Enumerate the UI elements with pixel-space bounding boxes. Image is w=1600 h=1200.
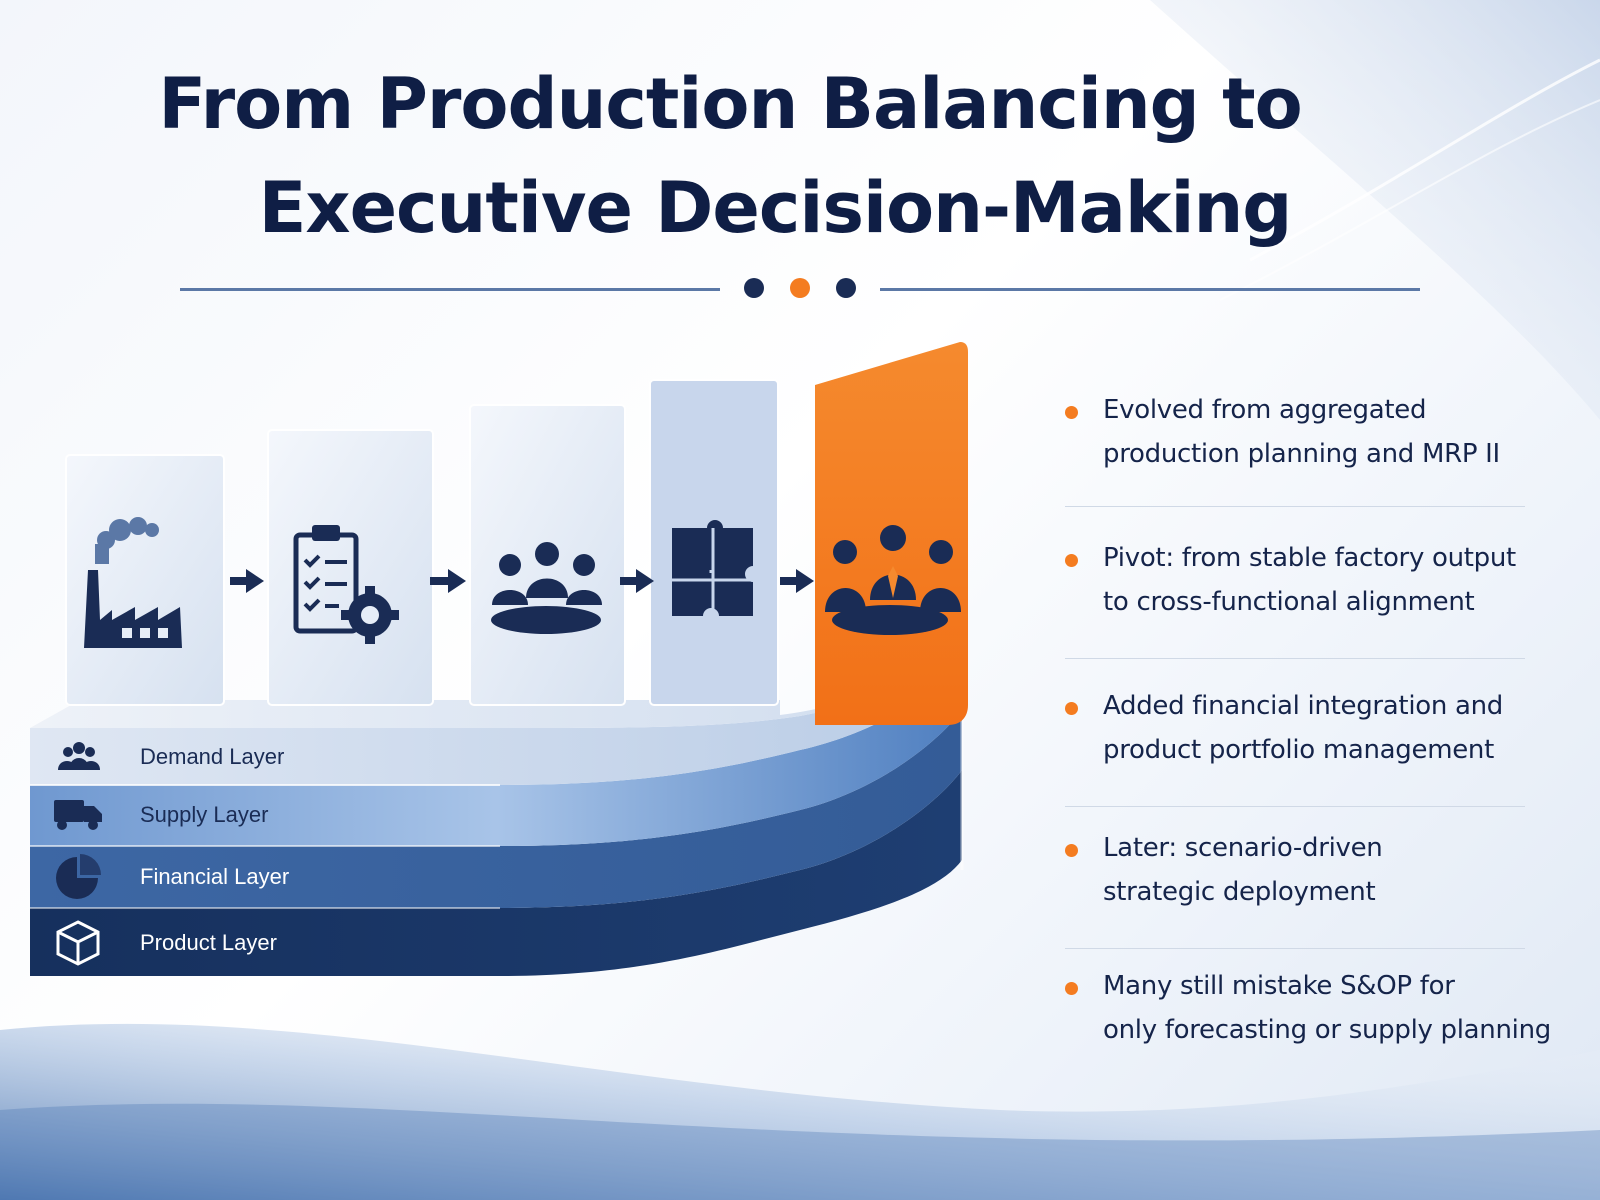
- bullet-text: Pivot: from stable factory output to cro…: [1103, 536, 1563, 624]
- executive-meeting-icon: [825, 525, 961, 635]
- bullet-dot: [1065, 702, 1078, 715]
- truck-icon: [54, 800, 102, 830]
- evolution-diagram: Demand Layer Supply Layer Financial Laye…: [0, 330, 1010, 1030]
- layer-label-financial: Financial Layer: [140, 864, 290, 889]
- layer-label-product: Product Layer: [140, 930, 277, 955]
- arrow-4: [780, 569, 814, 593]
- bullet-dot: [1065, 844, 1078, 857]
- bullet-line: Added financial integration and: [1103, 691, 1504, 721]
- title-line-1: From Production Balancing to: [158, 63, 1302, 145]
- arrow-2: [430, 569, 466, 593]
- factory-icon: [84, 517, 182, 648]
- demand-layer-slab: [30, 630, 962, 785]
- bullet-line: only forecasting or supply planning: [1103, 1015, 1551, 1045]
- bullet-text: Later: scenario-driven strategic deploym…: [1103, 826, 1563, 914]
- puzzle-icon: [672, 520, 755, 650]
- bullet-dot: [1065, 406, 1078, 419]
- bullet-line: product portfolio management: [1103, 735, 1495, 765]
- title-line-2: Executive Decision-Making: [258, 167, 1293, 249]
- pie-chart-icon: [56, 854, 101, 899]
- divider-right: [880, 288, 1420, 291]
- team-meeting-icon: [491, 542, 602, 634]
- box-icon: [56, 920, 100, 966]
- arrow-3: [620, 569, 654, 593]
- page-title: From Production Balancing to Executive D…: [0, 52, 1600, 260]
- divider-dot-navy: [836, 278, 856, 298]
- divider-dot-navy: [744, 278, 764, 298]
- bullet-line: Pivot: from stable factory output: [1103, 543, 1516, 573]
- checklist-gear-icon: [293, 525, 399, 644]
- people-icon: [58, 742, 100, 770]
- bullet-separator: [1065, 806, 1525, 807]
- bullet-text: Evolved from aggregated production plann…: [1103, 388, 1563, 476]
- product-layer-slab: [30, 770, 962, 976]
- layer-label-supply: Supply Layer: [140, 802, 269, 827]
- bullet-text: Added financial integration and product …: [1103, 684, 1563, 772]
- step-card-planning: [267, 429, 434, 706]
- layer-label-demand: Demand Layer: [140, 744, 285, 769]
- bullet-dot: [1065, 554, 1078, 567]
- bullet-line: strategic deployment: [1103, 877, 1376, 907]
- financial-layer-slab: [30, 710, 962, 908]
- diagram-graphic: [30, 342, 968, 976]
- bullet-text: Many still mistake S&OP for only forecas…: [1103, 964, 1563, 1052]
- bullet-separator: [1065, 948, 1525, 949]
- bullet-dot: [1065, 982, 1078, 995]
- bullet-line: Evolved from aggregated: [1103, 395, 1427, 425]
- arrow-1: [230, 569, 264, 593]
- bullet-separator: [1065, 506, 1525, 507]
- divider-left: [180, 288, 720, 291]
- bullet-line: to cross-functional alignment: [1103, 587, 1475, 617]
- bullet-separator: [1065, 658, 1525, 659]
- bullet-line: Later: scenario-driven: [1103, 833, 1383, 863]
- bullet-line: Many still mistake S&OP for: [1103, 971, 1455, 1001]
- supply-layer-slab: [30, 660, 962, 846]
- bullet-line: production planning and MRP II: [1103, 439, 1500, 469]
- divider-dot-orange: [790, 278, 810, 298]
